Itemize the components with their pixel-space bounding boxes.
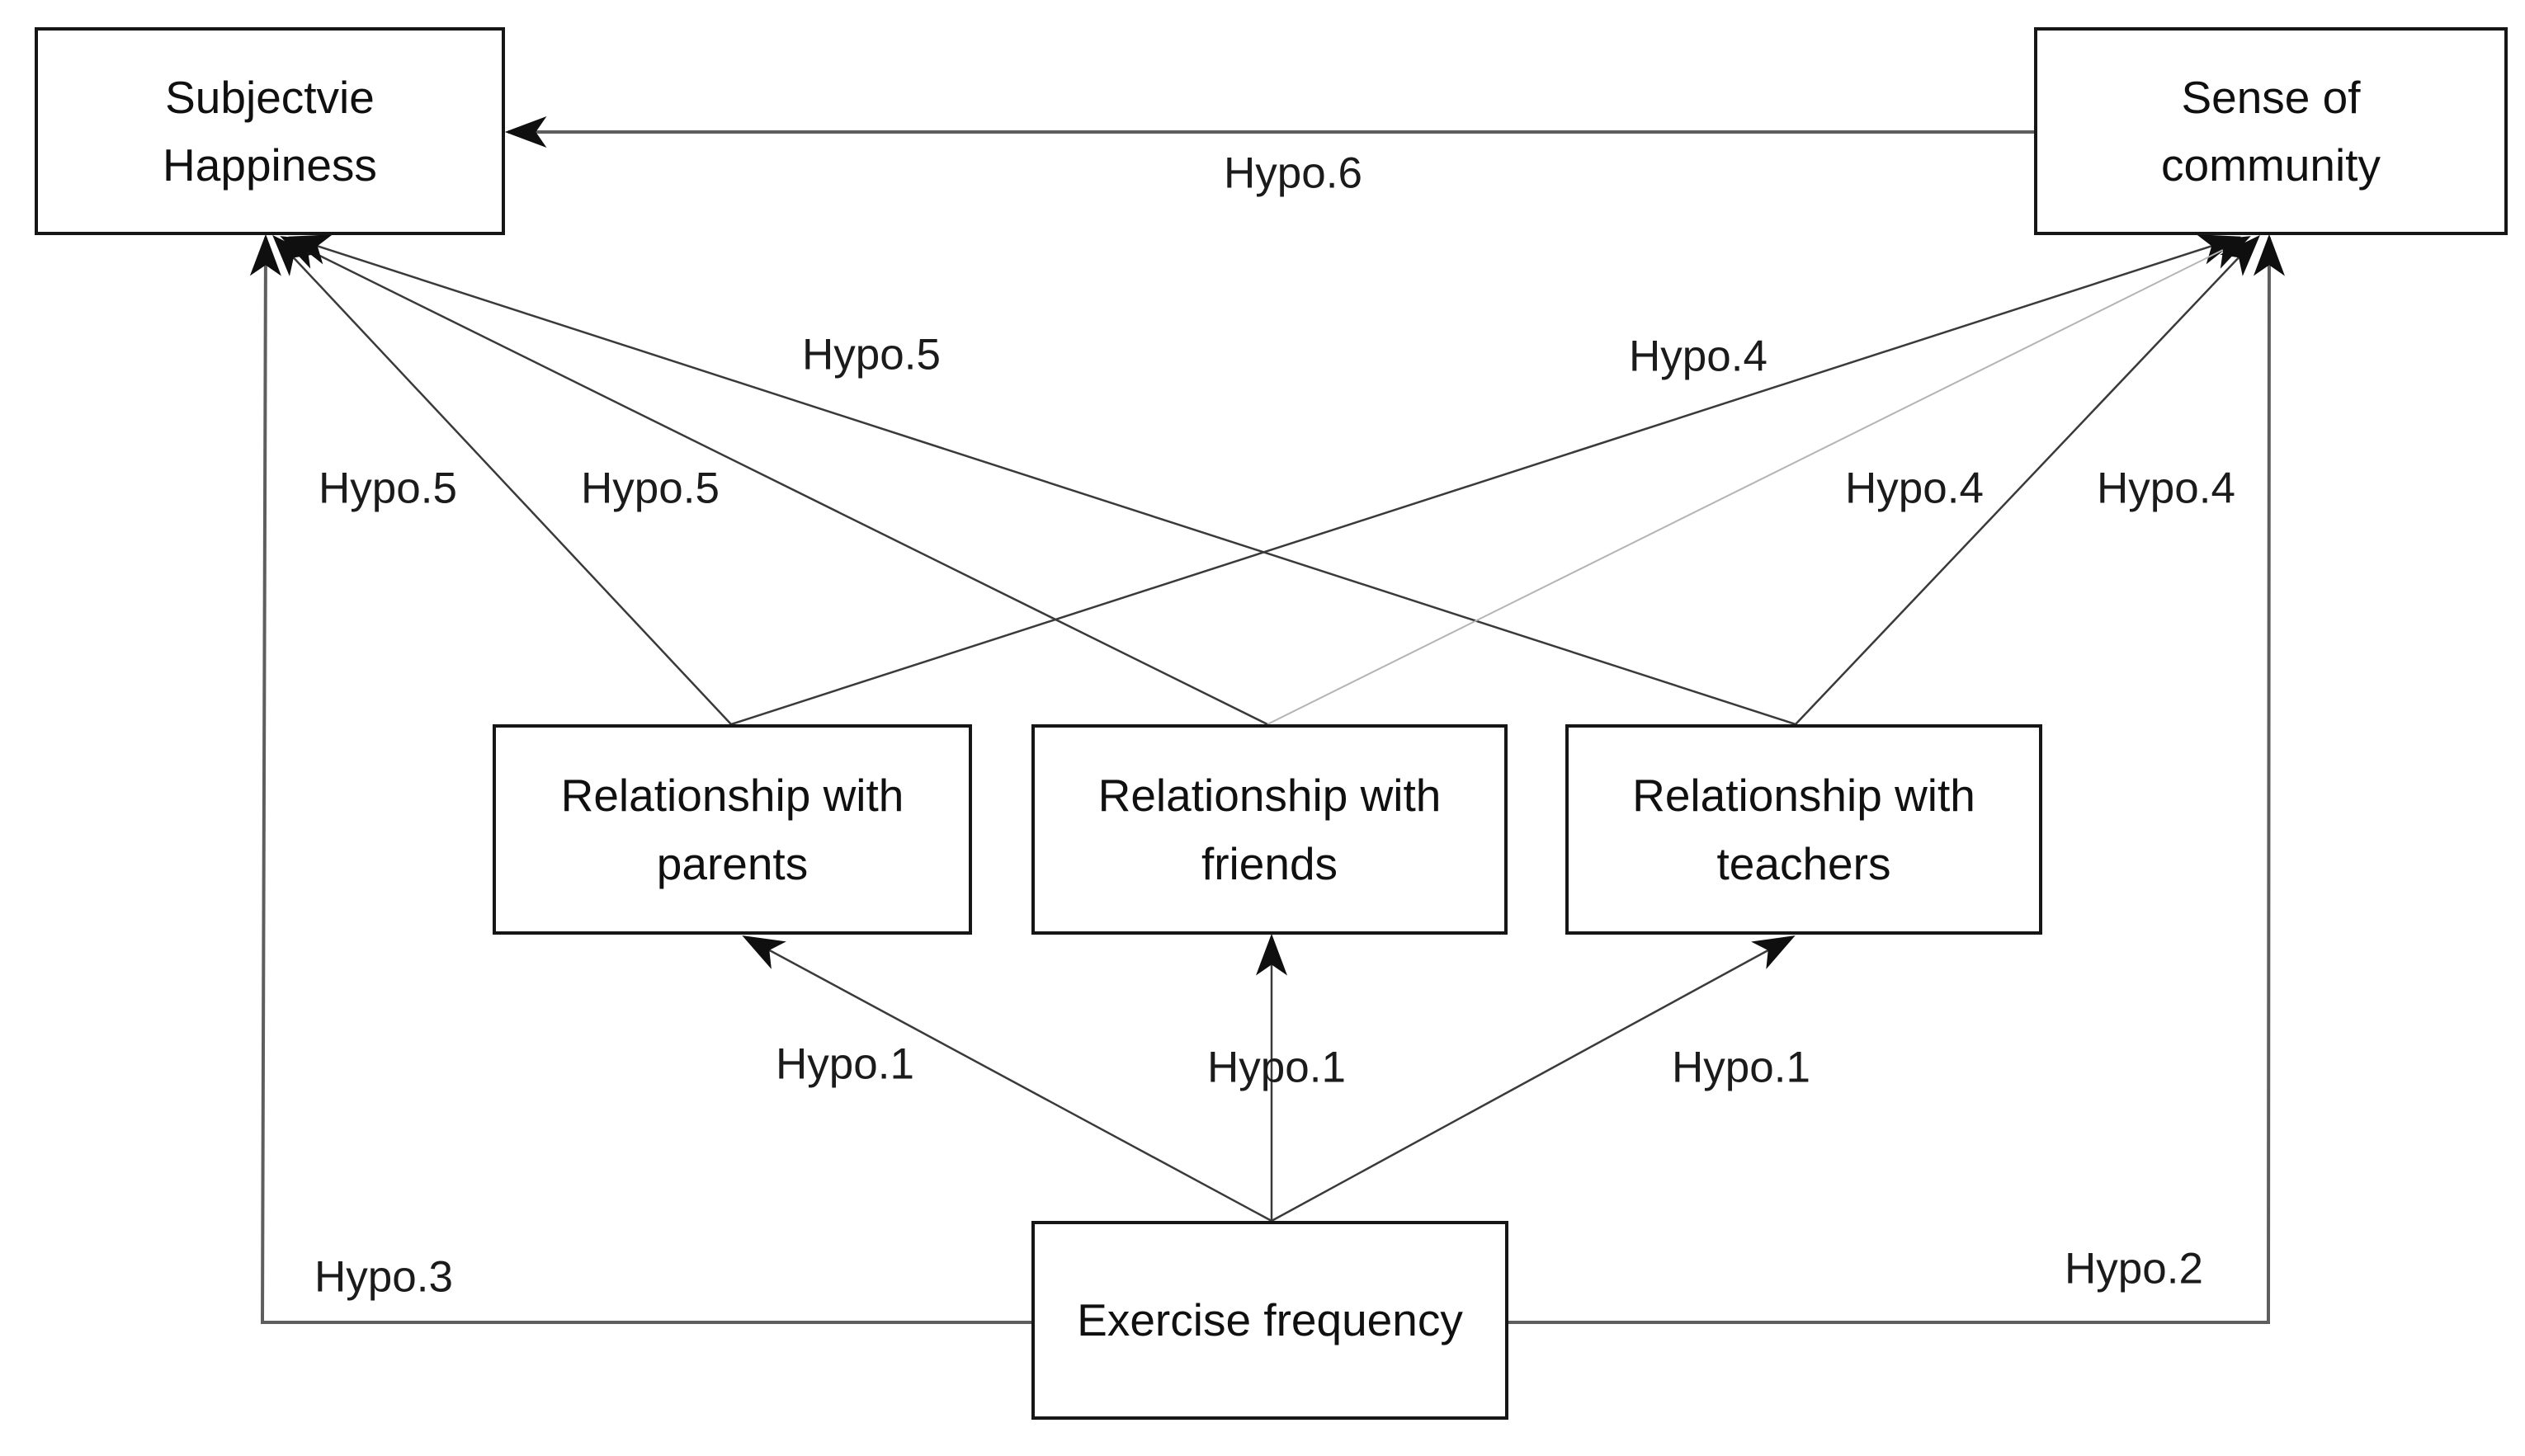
edge-hypo2 xyxy=(1508,233,2285,1324)
node-label-line: Sense of xyxy=(2181,71,2361,123)
node-subjective-happiness: Subjectvie Happiness xyxy=(35,27,505,235)
edge-label-hypo5-teachers: Hypo.5 xyxy=(802,330,941,379)
node-label-line: Happiness xyxy=(163,139,377,191)
node-relationship-friends: Relationship with friends xyxy=(1031,724,1508,935)
edge-label-hypo6: Hypo.6 xyxy=(1224,148,1362,198)
edge-hypo5-friends xyxy=(280,236,1268,726)
node-label-line: teachers xyxy=(1716,837,1891,889)
edge-label-hypo4-friends: Hypo.4 xyxy=(1845,464,1984,513)
node-sense-of-community: Sense of community xyxy=(2034,27,2508,235)
node-relationship-parents: Relationship with parents xyxy=(493,724,972,935)
edge-label-hypo3: Hypo.3 xyxy=(314,1252,453,1302)
node-label-line: parents xyxy=(656,837,809,889)
node-label-line: Relationship with xyxy=(560,770,904,821)
node-label-line: Subjectvie xyxy=(165,71,375,123)
edge-label-hypo4-parents: Hypo.4 xyxy=(1629,332,1768,381)
node-label-line: Relationship with xyxy=(1097,770,1442,821)
edge-hypo3 xyxy=(249,233,1031,1324)
node-exercise-frequency: Exercise frequency xyxy=(1031,1221,1508,1420)
edge-label-hypo1-teachers: Hypo.1 xyxy=(1672,1043,1810,1092)
edge-hypo1-teachers xyxy=(1271,935,1796,1223)
edge-label-hypo2: Hypo.2 xyxy=(2065,1244,2203,1293)
edge-hypo4-teachers xyxy=(1795,234,2260,725)
edge-hypo1-parents xyxy=(742,935,1272,1223)
edge-label-hypo5-parents: Hypo.5 xyxy=(319,464,457,513)
node-label-line: friends xyxy=(1201,837,1338,889)
edge-label-hypo1-parents: Hypo.1 xyxy=(776,1039,914,1089)
node-label-line: Exercise frequency xyxy=(1077,1294,1463,1346)
edge-hypo5-parents xyxy=(272,234,732,725)
node-relationship-teachers: Relationship with teachers xyxy=(1565,724,2042,935)
edge-hypo4-friends xyxy=(1267,236,2251,725)
edge-label-hypo4-teachers: Hypo.4 xyxy=(2097,464,2235,513)
node-label-line: Relationship with xyxy=(1632,770,1975,821)
edge-hypo5-teachers xyxy=(287,234,1796,726)
edge-hypo4-parents xyxy=(730,234,2242,726)
edge-label-hypo5-friends: Hypo.5 xyxy=(581,464,720,513)
edge-label-hypo1-friends: Hypo.1 xyxy=(1207,1043,1346,1092)
node-label-line: community xyxy=(2161,139,2381,191)
